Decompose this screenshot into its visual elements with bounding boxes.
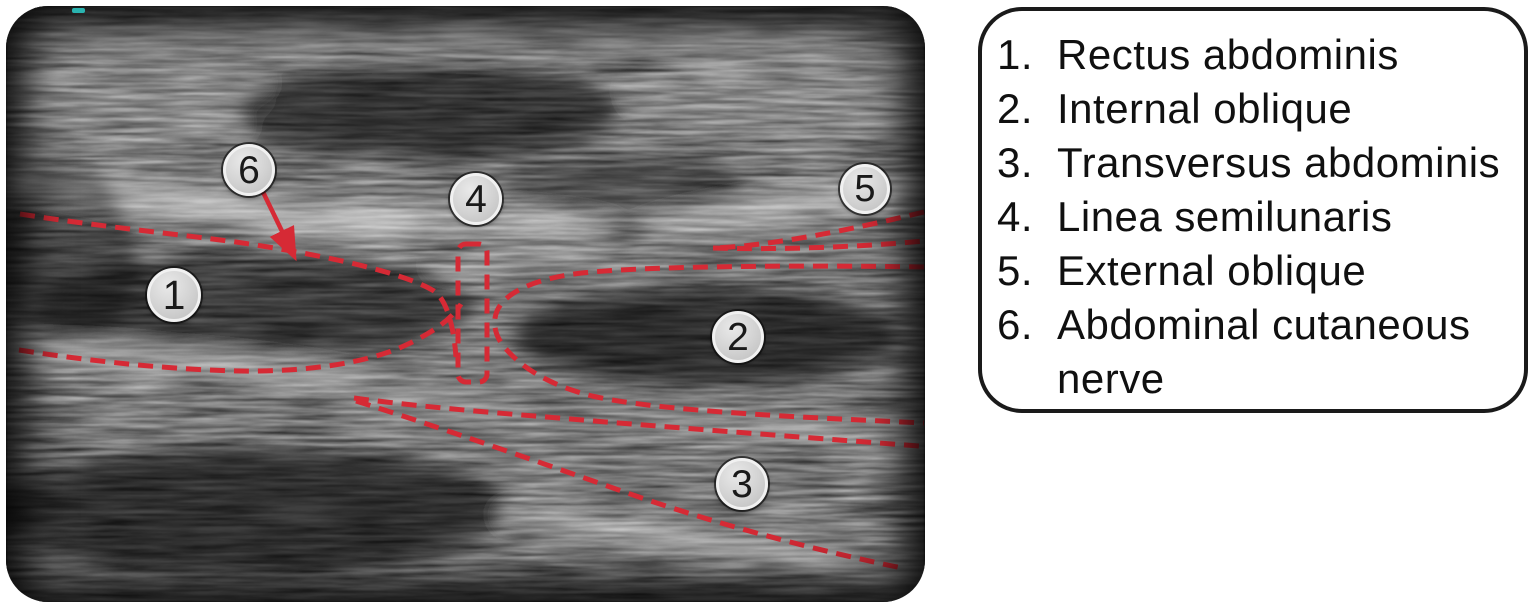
- legend-box: 1. Rectus abdominis 2. Internal oblique 3. Tr…: [978, 7, 1528, 413]
- legend-item-label: External oblique: [1057, 247, 1367, 294]
- legend-item-number: 5.: [997, 247, 1034, 294]
- annotation-rectus-upper-border: [19, 211, 459, 358]
- marker-2: 2: [712, 311, 764, 363]
- legend-list: 1. Rectus abdominis 2. Internal oblique 3. Tr…: [997, 28, 1510, 406]
- annotation-transversus-lower-border: [355, 398, 903, 571]
- marker-4: 4: [450, 173, 502, 225]
- legend-item-label: Rectus abdominis: [1057, 31, 1399, 78]
- legend-item-label: Abdominal cutaneous nerve: [1057, 301, 1471, 402]
- annotation-layer: [18, 191, 925, 571]
- legend-item: 1. Rectus abdominis: [997, 28, 1510, 82]
- legend-item-label: Linea semilunaris: [1057, 193, 1393, 240]
- marker-5: 5: [840, 164, 890, 214]
- legend-item-number: 4.: [997, 193, 1034, 240]
- annotation-external-oblique-wedge: [712, 209, 925, 252]
- annotation-transversus-upper-border: [353, 395, 920, 449]
- legend-item-label: Transversus abdominis: [1057, 139, 1501, 186]
- marker-1: 1: [147, 268, 201, 322]
- legend-item-number: 6.: [997, 301, 1034, 348]
- nerve-arrow: [260, 191, 297, 262]
- legend-item: 6. Abdominal cutaneous nerve: [997, 298, 1510, 406]
- legend-item-number: 2.: [997, 85, 1034, 132]
- legend-item-number: 3.: [997, 139, 1034, 186]
- ultrasound-image: 1 2 3 4 5 6: [6, 6, 925, 602]
- annotation-linea-semilunaris-box: [455, 241, 490, 385]
- orientation-tick-icon: [72, 8, 85, 13]
- legend-item-label: Internal oblique: [1057, 85, 1353, 132]
- legend-item: 3. Transversus abdominis: [997, 136, 1510, 190]
- marker-6: 6: [223, 144, 275, 196]
- legend-item-number: 1.: [997, 31, 1034, 78]
- annotation-rectus-lower-border: [18, 302, 464, 374]
- legend-item: 2. Internal oblique: [997, 82, 1510, 136]
- ultrasound-speckle: [6, 6, 925, 602]
- legend-item: 5. External oblique: [997, 244, 1510, 298]
- marker-3: 3: [716, 458, 768, 510]
- legend-item: 4. Linea semilunaris: [997, 190, 1510, 244]
- annotation-internal-oblique-outline: [492, 263, 925, 426]
